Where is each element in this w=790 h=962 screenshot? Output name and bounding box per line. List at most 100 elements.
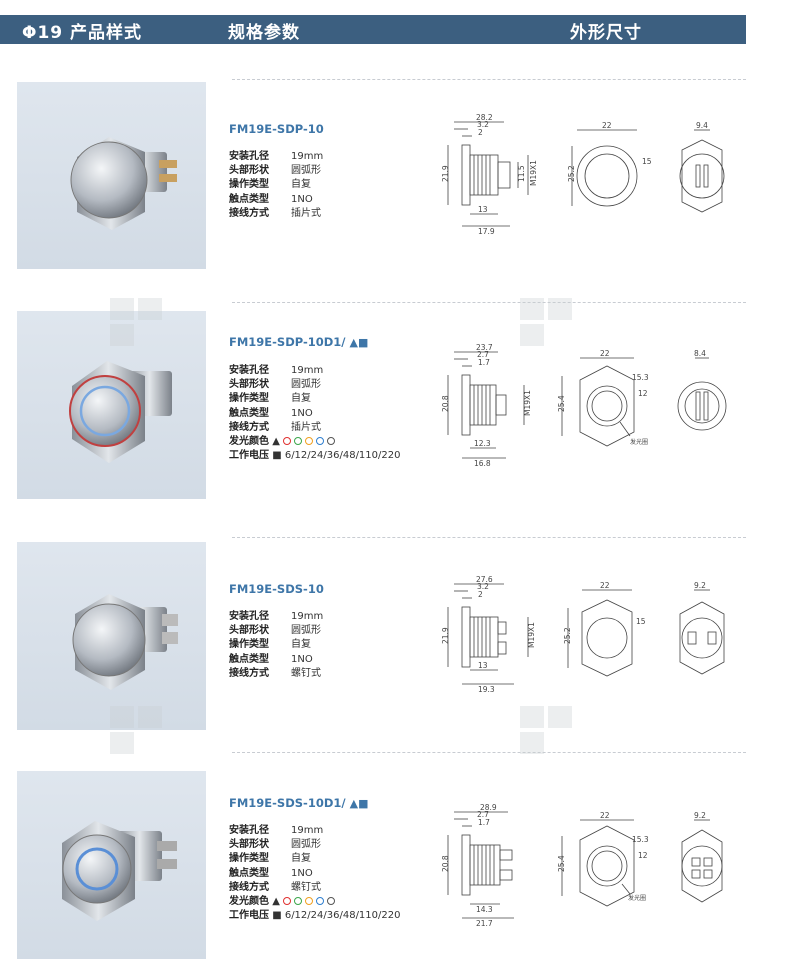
dim-label: 22 <box>602 121 612 130</box>
spec-label: 触点类型 <box>229 653 269 665</box>
row-divider <box>232 79 746 80</box>
push-button-image <box>70 137 177 230</box>
dim-label: 17.9 <box>478 227 495 236</box>
dim-label: 22 <box>600 811 610 820</box>
dimension-drawing-1: 28.2 3.2 2 21.9 11.5 M19X1 13 17.9 22 25… <box>441 113 725 236</box>
dim-label: 20.8 <box>441 855 450 872</box>
watermark-logo <box>520 298 576 346</box>
row-divider <box>232 537 746 538</box>
dim-label: M19X1 <box>523 390 532 416</box>
spec-value: 自复 <box>291 853 311 865</box>
product-photo-3 <box>17 542 206 730</box>
dim-label: 15.3 <box>632 373 649 382</box>
dim-label: 2.7 <box>477 810 489 819</box>
spec-label: 安装孔径 <box>229 611 269 622</box>
led-white-icon <box>327 436 336 445</box>
spec-value: 圆弧形 <box>291 625 321 637</box>
dim-label: 3.2 <box>477 120 489 129</box>
model-name: FM19E-SDS-10 <box>229 582 324 596</box>
dim-label: 13 <box>478 205 488 214</box>
dim-label: 25.2 <box>563 627 572 644</box>
dim-label: 15 <box>642 157 652 166</box>
spec-value: 自复 <box>291 393 311 405</box>
dim-label: 14.3 <box>476 905 493 914</box>
dim-label: 25.4 <box>557 855 566 872</box>
push-button-image <box>72 594 178 690</box>
dim-label: 28.2 <box>476 113 493 122</box>
dim-label: 11.5 <box>517 165 526 182</box>
row-divider <box>232 752 746 753</box>
dim-label: 15 <box>636 617 646 626</box>
spec-label: 工作电压 <box>229 450 269 462</box>
dim-label: 12 <box>638 851 648 860</box>
watermark-logo <box>110 706 166 754</box>
spec-label: 操作类型 <box>229 639 269 651</box>
led-blue-icon <box>316 896 325 905</box>
product-photo-1 <box>17 82 206 269</box>
spec-label: 安装孔径 <box>229 825 269 836</box>
model-name: FM19E-SDP-10D1/ ▲■ <box>229 335 368 349</box>
spec-label: 头部形状 <box>229 625 269 637</box>
led-white-icon <box>327 896 336 905</box>
dim-label: 16.8 <box>474 459 491 468</box>
dim-label: 12.3 <box>474 439 491 448</box>
push-button-image <box>69 361 172 463</box>
led-green-icon <box>294 436 303 445</box>
spec-label: 接线方式 <box>229 667 269 679</box>
spec-label: 安装孔径 <box>229 365 269 376</box>
model-name: FM19E-SDP-10 <box>229 122 324 136</box>
dim-label: 2 <box>478 128 483 137</box>
row-divider <box>232 302 746 303</box>
dim-label: 22 <box>600 581 610 590</box>
spec-value: 1NO <box>291 867 313 879</box>
spec-value: 圆弧形 <box>291 379 321 391</box>
spec-value: 19mm <box>291 611 324 622</box>
dim-label: 23.7 <box>476 343 493 352</box>
spec-label: 接线方式 <box>229 207 269 219</box>
header-product-style: Φ19 产品样式 <box>22 23 143 43</box>
dimension-drawing-3: 27.6 3.2 2 21.9 M19X1 13 19.3 22 25.2 15… <box>441 575 725 694</box>
spec-label: 工作电压 <box>229 910 269 922</box>
dim-label: 21.9 <box>441 627 450 644</box>
spec-label: 头部形状 <box>229 379 269 391</box>
square-icon: ■ <box>272 910 282 922</box>
led-yellow-icon <box>305 436 314 445</box>
dim-label: 13 <box>478 661 488 670</box>
voltage-square-icon: ■ <box>358 336 369 349</box>
spec-label: 操作类型 <box>229 853 269 865</box>
spec-value: 自复 <box>291 639 311 651</box>
spec-label: 发光颜色 <box>229 895 269 907</box>
spec-label: 头部形状 <box>229 839 269 851</box>
dim-note: 发光圈 <box>628 894 646 902</box>
spec-value: 1NO <box>291 653 313 665</box>
product-photo-4 <box>17 771 206 959</box>
spec-value: 19mm <box>291 825 324 836</box>
dim-label: 9.2 <box>694 581 706 590</box>
dim-label: 8.4 <box>694 349 706 358</box>
led-red-icon <box>283 896 292 905</box>
dim-label: 12 <box>638 389 648 398</box>
dim-label: 2.7 <box>477 350 489 359</box>
dim-label: 21.9 <box>441 165 450 182</box>
spec-label: 安装孔径 <box>229 151 269 162</box>
square-icon: ■ <box>272 450 282 462</box>
dim-label: 2 <box>478 590 483 599</box>
dim-label: 22 <box>600 349 610 358</box>
spec-label: 触点类型 <box>229 867 269 879</box>
dim-label: 25.2 <box>567 165 576 182</box>
section-header: Φ19 产品样式 规格参数 外形尺寸 <box>0 15 746 44</box>
spec-value: 19mm <box>291 151 324 162</box>
voltage-square-icon: ■ <box>358 797 369 810</box>
push-button-image <box>62 821 177 921</box>
spec-label: 发光颜色 <box>229 435 269 447</box>
spec-value: 19mm <box>291 365 324 376</box>
led-triangle-icon: ▲ <box>349 336 358 349</box>
led-yellow-icon <box>305 896 314 905</box>
dim-label: 9.2 <box>694 811 706 820</box>
spec-value: 6/12/24/36/48/110/220 <box>284 910 401 922</box>
model-name-text: FM19E-SDP-10D1/ <box>229 335 346 349</box>
